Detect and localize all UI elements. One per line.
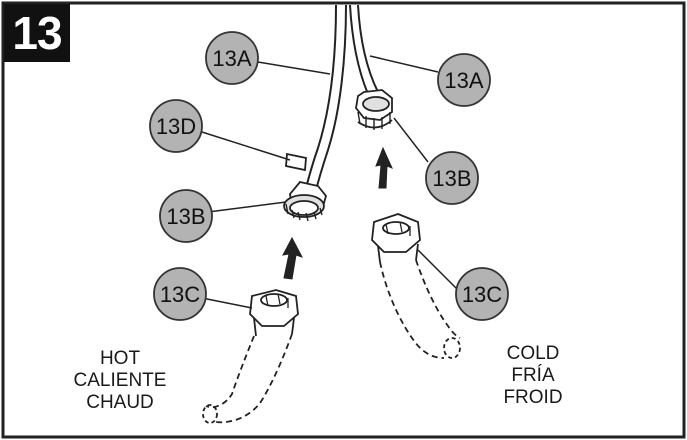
right-up-arrow	[375, 146, 393, 189]
callout-label: 13C	[160, 282, 200, 307]
right-faucet-shank	[371, 213, 461, 359]
leader-lines	[201, 55, 459, 309]
cold-caption: COLD FRÍA FROID	[478, 343, 588, 409]
step-number-badge: 13	[4, 4, 70, 62]
callout-label: 13C	[462, 282, 502, 307]
cold-label-es: FRÍA	[511, 365, 555, 386]
callout-13a-right: 13A	[437, 53, 491, 107]
callout-13c-right: 13C	[455, 267, 509, 321]
hot-label-es: CALIENTE	[73, 370, 167, 391]
callout-13a-left: 13A	[205, 31, 259, 85]
hot-caption: HOT CALIENTE CHAUD	[60, 348, 180, 414]
callout-label: 13B	[166, 204, 205, 229]
callout-label: 13D	[156, 114, 196, 139]
hot-label-fr: CHAUD	[86, 392, 154, 413]
callout-label: 13A	[212, 46, 251, 71]
right-supply-line	[349, 4, 379, 95]
left-supply-line	[304, 4, 347, 195]
callout-13b-left: 13B	[159, 189, 213, 243]
callout-13c-left: 13C	[153, 267, 207, 321]
callout-13d: 13D	[149, 99, 203, 153]
left-faucet-shank	[202, 289, 299, 424]
left-up-arrow	[282, 236, 304, 280]
right-connector-nut	[355, 89, 393, 130]
cold-label-fr: FROID	[503, 387, 563, 408]
callout-13b-right: 13B	[425, 151, 479, 205]
cold-label-en: COLD	[506, 343, 560, 364]
hot-label-en: HOT	[99, 348, 141, 369]
callout-label: 13A	[444, 68, 483, 93]
callout-label: 13B	[432, 166, 471, 191]
left-connector-nut	[283, 181, 327, 222]
tape-tag	[285, 152, 307, 172]
